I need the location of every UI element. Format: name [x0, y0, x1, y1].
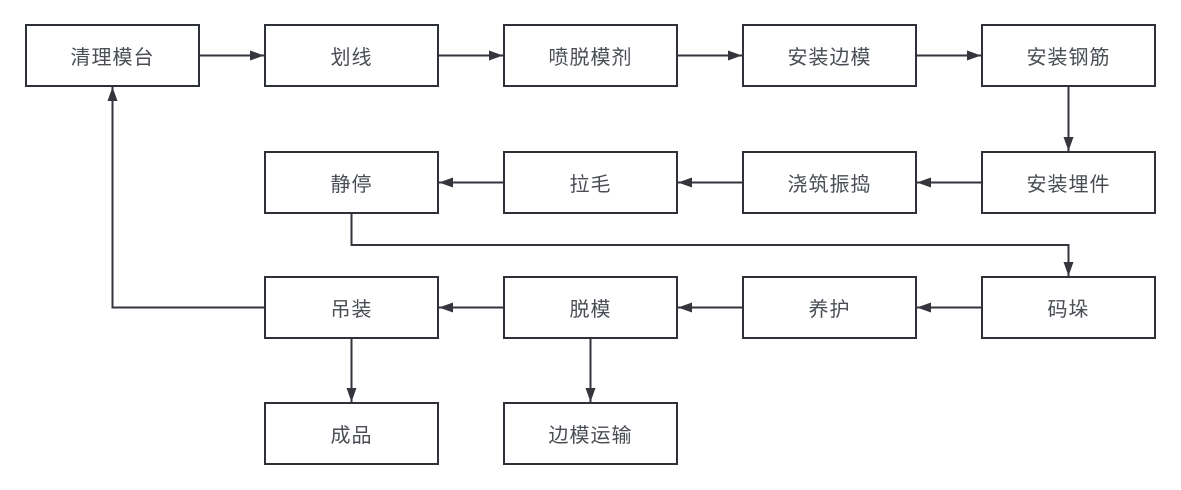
node-label: 脱模 [569, 299, 612, 321]
node-roughening: 拉毛 [503, 151, 678, 214]
node-clean-mold-table: 清理模台 [25, 24, 200, 87]
node-spray-release-agent: 喷脱模剂 [503, 24, 678, 87]
node-hoisting: 吊装 [264, 276, 439, 339]
node-label: 拉毛 [569, 174, 612, 196]
node-label: 成品 [330, 425, 373, 447]
node-label: 静停 [330, 174, 373, 196]
node-label: 浇筑振捣 [787, 174, 872, 196]
node-label: 清理模台 [70, 47, 155, 69]
node-finished-product: 成品 [264, 402, 439, 465]
node-static-rest: 静停 [264, 151, 439, 214]
node-label: 边模运输 [548, 425, 633, 447]
node-marking: 划线 [264, 24, 439, 87]
node-side-mold-transport: 边模运输 [503, 402, 678, 465]
edge-hoisting-to-clean-mold-table [107, 87, 264, 309]
node-label: 安装钢筋 [1026, 47, 1111, 69]
node-label: 码垛 [1047, 299, 1090, 321]
node-pour-vibrate: 浇筑振捣 [742, 151, 917, 214]
node-label: 安装边模 [787, 47, 872, 69]
node-label: 养护 [808, 299, 851, 321]
node-label: 安装埋件 [1026, 174, 1111, 196]
node-label: 喷脱模剂 [548, 47, 633, 69]
node-label: 划线 [330, 47, 373, 69]
edge-static-rest-to-stacking [350, 214, 1074, 276]
node-install-rebar: 安装钢筋 [981, 24, 1156, 87]
node-curing: 养护 [742, 276, 917, 339]
node-install-embeds: 安装埋件 [981, 151, 1156, 214]
node-label: 吊装 [330, 299, 373, 321]
node-install-side-molds: 安装边模 [742, 24, 917, 87]
node-demolding: 脱模 [503, 276, 678, 339]
node-stacking: 码垛 [981, 276, 1156, 339]
